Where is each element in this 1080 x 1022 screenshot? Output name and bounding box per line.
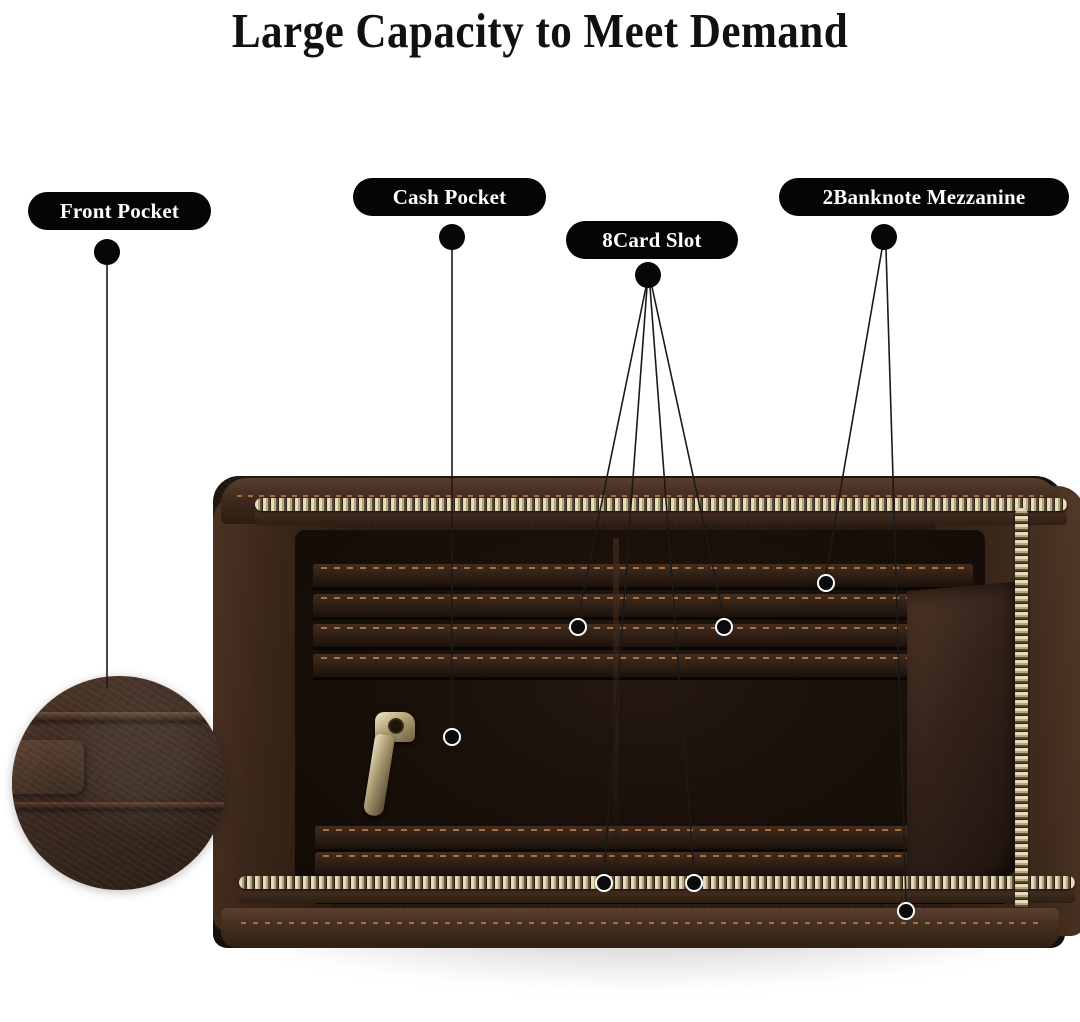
card-slot: [315, 852, 1005, 878]
callout-marker-card-slot-1: [715, 618, 733, 636]
callout-marker-card-slot-2: [595, 874, 613, 892]
banknote-mezzanine-gusset: [907, 580, 1027, 892]
callout-hub-dot-card-slot: [635, 262, 661, 288]
callout-label-banknote-mezzanine[interactable]: 2Banknote Mezzanine: [779, 178, 1069, 216]
leather-seam: [12, 802, 226, 809]
zipper-pull-tab: [362, 732, 396, 818]
wallet-front-edge: [221, 908, 1059, 948]
leather-grain-texture: [12, 676, 226, 890]
zipper-teeth: [255, 498, 1067, 511]
callout-hub-dot-banknote-mezzanine: [871, 224, 897, 250]
zipper-teeth: [239, 876, 1075, 889]
page-title: Large Capacity to Meet Demand: [231, 3, 849, 58]
callout-marker-card-slot-3: [685, 874, 703, 892]
callout-label-card-slot[interactable]: 8Card Slot: [566, 221, 738, 259]
callout-marker-cash-pocket-0: [443, 728, 461, 746]
callout-marker-banknote-mezzanine-1: [897, 902, 915, 920]
callout-hub-dot-cash-pocket: [439, 224, 465, 250]
zipper-top: [255, 498, 1067, 552]
zipper-tape: [255, 509, 1067, 525]
card-slot: [313, 594, 973, 620]
callout-label-cash-pocket[interactable]: Cash Pocket: [353, 178, 546, 216]
callout-label-front-pocket[interactable]: Front Pocket: [28, 192, 211, 230]
interior-divider: [613, 538, 619, 888]
callout-marker-card-slot-0: [569, 618, 587, 636]
product-photo: [195, 468, 1080, 988]
card-slot: [313, 654, 973, 680]
front-pocket-flap: [12, 740, 84, 794]
card-slot-bank-upper: [313, 564, 973, 680]
callout-hub-dot-front-pocket: [94, 239, 120, 265]
zipper-right-curve: [1015, 508, 1075, 928]
card-slot: [313, 624, 973, 650]
card-slot: [315, 826, 1005, 852]
callout-marker-banknote-mezzanine-0: [817, 574, 835, 592]
front-pocket-closeup-inset: [12, 676, 226, 890]
zipper-tape: [239, 887, 1075, 903]
leather-seam: [12, 712, 226, 721]
zipper-teeth: [1015, 508, 1028, 928]
card-slot: [313, 564, 973, 590]
zipper-pull: [362, 712, 417, 822]
zipper-bottom: [239, 876, 1075, 922]
